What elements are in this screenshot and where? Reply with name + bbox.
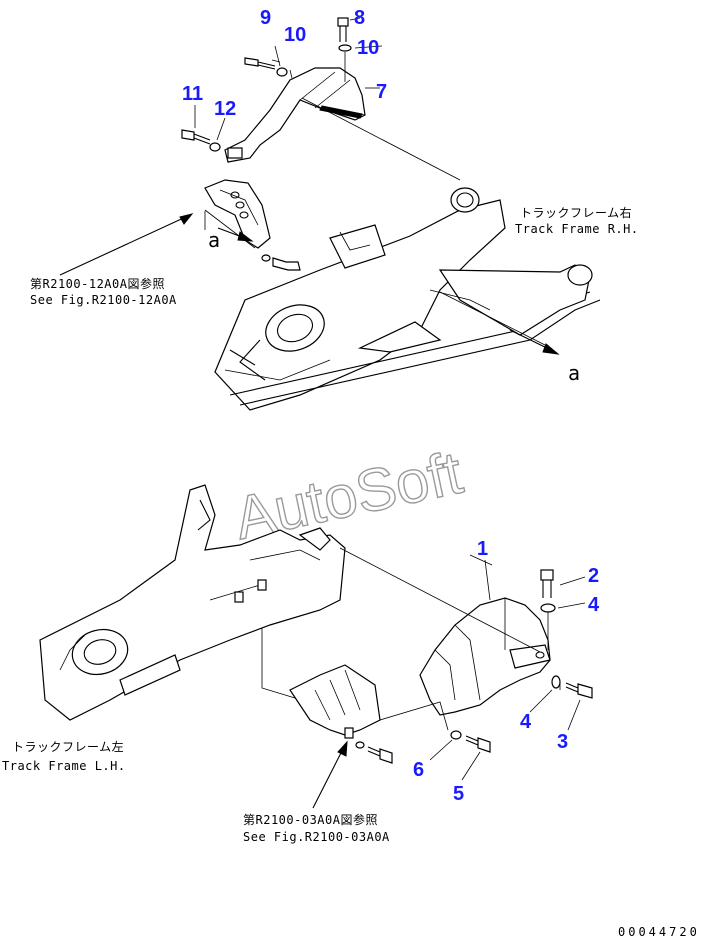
washer-6	[450, 730, 462, 740]
callout-11: 11	[182, 83, 203, 105]
track-frame-lh-drawing	[39, 484, 346, 721]
callout-10-right: 10	[357, 37, 379, 59]
callout-4-bottom: 4	[520, 711, 532, 733]
cover-part-1	[419, 597, 551, 716]
track-frame-rh-en: Track Frame R.H.	[515, 222, 639, 236]
bolt-middle	[355, 741, 393, 764]
washer-12	[209, 142, 221, 152]
callout-5: 5	[453, 783, 464, 805]
washer-10-upper-left	[276, 67, 288, 77]
watermark: AutoSoft	[229, 439, 468, 552]
bolt-5	[465, 735, 491, 753]
callout-1: 1	[477, 538, 488, 560]
track-frame-rh-jp: トラックフレーム右	[520, 205, 632, 220]
cover-middle	[289, 664, 381, 739]
view-a-upper: a	[208, 228, 221, 252]
bolt-lower-upper	[261, 254, 301, 271]
callout-12: 12	[214, 98, 236, 120]
callout-2: 2	[588, 565, 599, 587]
bolt-8	[337, 17, 349, 42]
bracket-upper	[204, 179, 271, 249]
callout-7: 7	[376, 81, 387, 103]
washer-4-top	[540, 603, 556, 613]
view-a-right: a	[568, 361, 581, 385]
bolt-2	[540, 569, 554, 598]
washer-4-bottom	[551, 675, 561, 689]
track-frame-lh-en: Track Frame L.H.	[2, 759, 126, 773]
drawing-number: 00044720	[618, 925, 700, 939]
bolt-9	[244, 57, 276, 70]
callout-8: 8	[354, 7, 365, 29]
callout-9: 9	[260, 7, 271, 29]
callout-6: 6	[413, 759, 424, 781]
washer-10-upper-right	[338, 44, 352, 52]
track-frame-lh-jp: トラックフレーム左	[12, 739, 124, 754]
bolt-11	[181, 129, 211, 145]
cover-part-7	[224, 67, 366, 163]
track-frame-rh-drawing	[214, 187, 601, 411]
callout-10-left: 10	[284, 24, 306, 46]
ref-top-jp: 第R2100-12A0A図参照	[30, 276, 165, 291]
ref-bottom-jp: 第R2100-03A0A図参照	[243, 812, 378, 827]
callout-4-top: 4	[588, 594, 600, 616]
ref-top-en: See Fig.R2100-12A0A	[30, 293, 177, 307]
bolt-3	[565, 682, 593, 699]
callout-3: 3	[557, 731, 568, 753]
ref-bottom-en: See Fig.R2100-03A0A	[243, 830, 390, 844]
